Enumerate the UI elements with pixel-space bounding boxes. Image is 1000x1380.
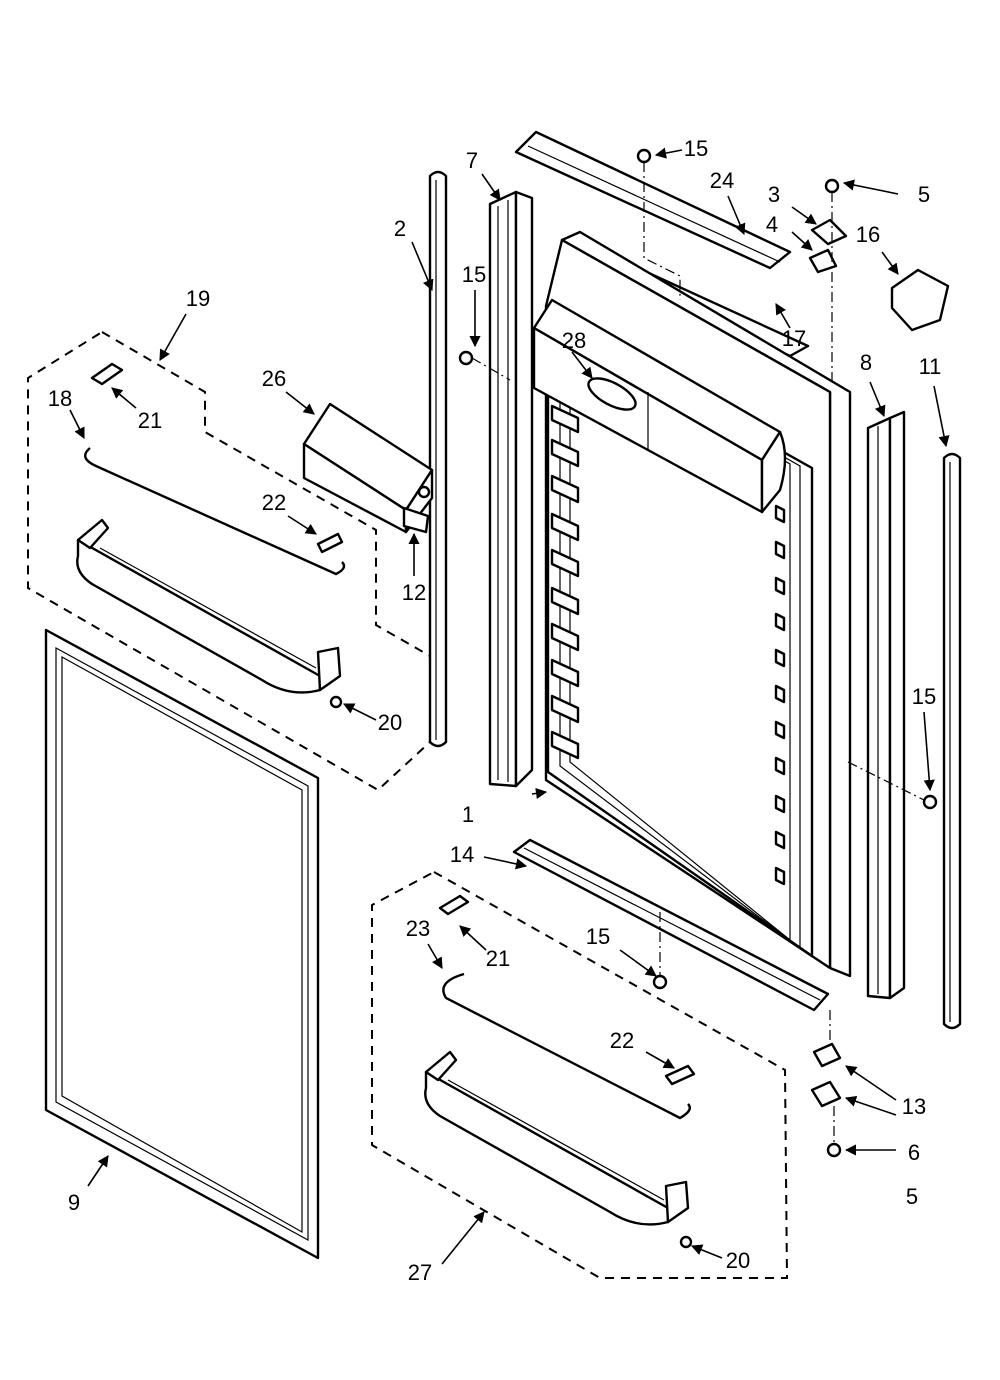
top-door-rail: [514, 130, 792, 270]
door-shelf-lower: [424, 1050, 690, 1226]
callout-20-upper: 20: [378, 710, 402, 735]
right-door-trim: [942, 452, 962, 1030]
callout-28: 28: [562, 328, 586, 353]
callout-9: 9: [68, 1190, 80, 1215]
callout-14: 14: [450, 842, 474, 867]
dairy-compartment-opening: [587, 377, 637, 411]
door-gasket: [44, 628, 320, 1260]
left-door-trim: [428, 170, 448, 748]
callout-12: 12: [402, 580, 426, 605]
callout-18: 18: [48, 386, 72, 411]
callout-24: 24: [710, 168, 734, 193]
callout-19: 19: [186, 286, 210, 311]
callout-labels: 1 2 3 4 5 5 6 7 8 9 11 12 13 14 15 15 15…: [48, 136, 942, 1285]
callout-7: 7: [466, 148, 478, 173]
hinge-top: [808, 218, 848, 274]
callout-11: 11: [919, 354, 942, 379]
callout-21-lower: 21: [486, 946, 510, 971]
alignment-lines: [471, 162, 925, 1144]
cover: [302, 402, 434, 534]
callout-23: 23: [406, 916, 430, 941]
bottom-door-rail: [512, 838, 830, 1012]
callout-2: 2: [394, 216, 406, 241]
callout-6: 6: [908, 1140, 920, 1165]
callout-21-upper: 21: [138, 408, 162, 433]
callout-22-lower: 22: [610, 1028, 634, 1053]
leader-lines: [69, 147, 950, 1265]
callout-26: 26: [262, 366, 286, 391]
callout-8: 8: [860, 350, 872, 375]
callout-3: 3: [768, 182, 780, 207]
shelf-clip-22-lower: [664, 1064, 696, 1086]
callout-5-bottom: 5: [906, 1184, 918, 1209]
shelf-retainer-bar-lower: [442, 972, 691, 1120]
callout-16: 16: [856, 222, 880, 247]
shelf-assembly-27-outline: [371, 870, 789, 1279]
callout-1: 1: [462, 802, 474, 827]
shelf-clip-21-upper: [90, 362, 124, 386]
right-breaker-strip: [866, 410, 906, 1000]
callout-15-right: 15: [912, 684, 936, 709]
left-breaker-strip: [488, 190, 534, 788]
shelf-retainer-bar-upper: [84, 447, 346, 576]
callout-15-bottom: 15: [586, 924, 610, 949]
callout-5-top: 5: [918, 182, 930, 207]
shelf-rests-left: [550, 404, 580, 760]
hinge-cover: [890, 268, 950, 332]
callout-20-lower: 20: [726, 1248, 750, 1273]
hinge-bottom: [810, 1042, 842, 1108]
door-shelf-upper: [76, 518, 342, 694]
shelf-rests-right: [774, 504, 786, 886]
bracket: [402, 506, 430, 534]
callout-4: 4: [766, 212, 778, 237]
callout-13: 13: [902, 1094, 926, 1119]
callout-15-left: 15: [462, 262, 486, 287]
callout-15-top: 15: [684, 136, 708, 161]
shelf-clip-21-lower: [438, 894, 470, 916]
shelf-clip-22-upper: [316, 532, 344, 554]
callout-22-upper: 22: [262, 490, 286, 515]
callout-27: 27: [408, 1260, 432, 1285]
callout-17: 17: [782, 326, 806, 351]
